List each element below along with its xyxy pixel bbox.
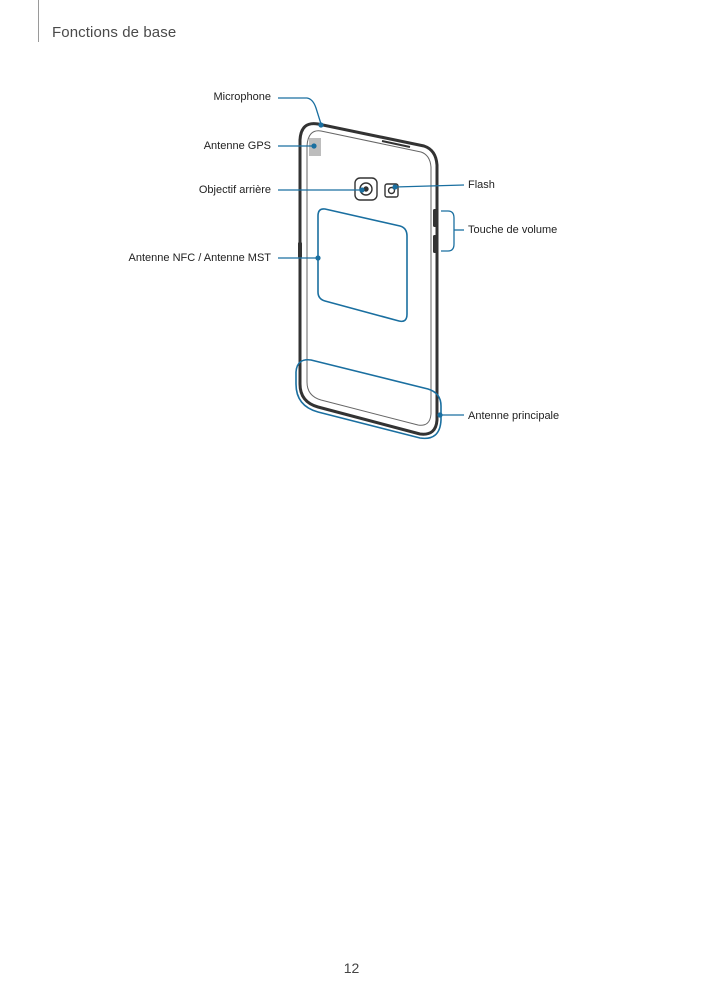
label-nfc-mst-antenna: Antenne NFC / Antenne MST	[128, 252, 271, 264]
nfc-mst-antenna-area	[317, 208, 408, 323]
phone-inner-edge	[306, 130, 432, 426]
flash-module	[384, 183, 399, 198]
header-rule	[38, 0, 39, 42]
label-main-antenna: Antenne principale	[468, 410, 560, 422]
label-microphone: Microphone	[213, 91, 271, 103]
callout-flash	[394, 184, 465, 188]
label-rear-camera: Objectif arrière	[198, 184, 271, 196]
main-antenna-area	[295, 358, 442, 440]
volume-up-button	[433, 209, 438, 227]
page-number: 12	[343, 960, 360, 976]
callout-microphone	[278, 97, 322, 125]
callout-volume-bracket	[441, 210, 455, 252]
callout-lines	[278, 97, 465, 416]
phone-body	[298, 122, 439, 436]
phone-outer-shell	[298, 122, 439, 436]
callout-dots	[311, 122, 443, 418]
volume-down-button	[433, 235, 438, 253]
rear-camera-module	[354, 177, 378, 201]
side-button	[298, 242, 302, 258]
label-volume-key: Touche de volume	[468, 224, 558, 236]
label-gps-antenna: Antenne GPS	[203, 140, 271, 152]
label-flash: Flash	[468, 179, 495, 191]
section-title: Fonctions de base	[52, 24, 177, 41]
